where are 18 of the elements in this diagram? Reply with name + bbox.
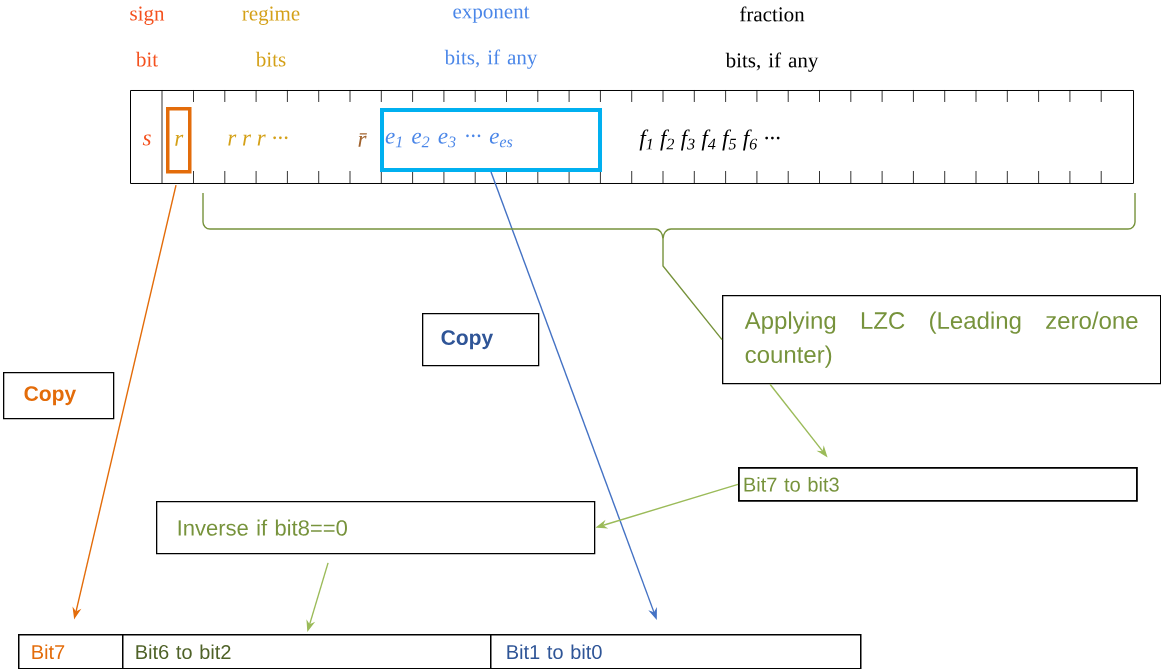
- result-box: Bit7 to bit3: [738, 467, 1138, 502]
- output-cell: Bit1 to bit0: [490, 634, 862, 669]
- bit-symbol: r̄: [358, 133, 367, 147]
- arrow: [202, 192, 1136, 341]
- output-cell: Bit7: [18, 634, 124, 669]
- step-box: Copy: [3, 372, 115, 420]
- step-box: Copy: [422, 313, 540, 367]
- highlight-box: e$_{1}$ e$_{2}$ e$_{3}$ ··· e$_{es}$: [380, 108, 602, 172]
- highlight-box: r: [166, 107, 192, 174]
- field-heading: sign bit: [130, 6, 165, 67]
- bit-symbol: r r r ···: [228, 134, 288, 146]
- step-box: Inverse if bit8==0: [156, 501, 596, 555]
- field-heading: fraction bits, if any: [725, 6, 819, 72]
- field-heading: regime bits: [242, 6, 300, 67]
- note-box: Applying LZC (Leading zero/one counter): [722, 295, 1161, 385]
- bit-symbol: s: [142, 134, 151, 146]
- bit-symbol: f$_{1}$ f$_{2}$ f$_{3}$ f$_{4}$ f$_{5}$ f$_{6}$ ···: [639, 129, 780, 151]
- field-heading: exponent bits, if any: [444, 6, 538, 69]
